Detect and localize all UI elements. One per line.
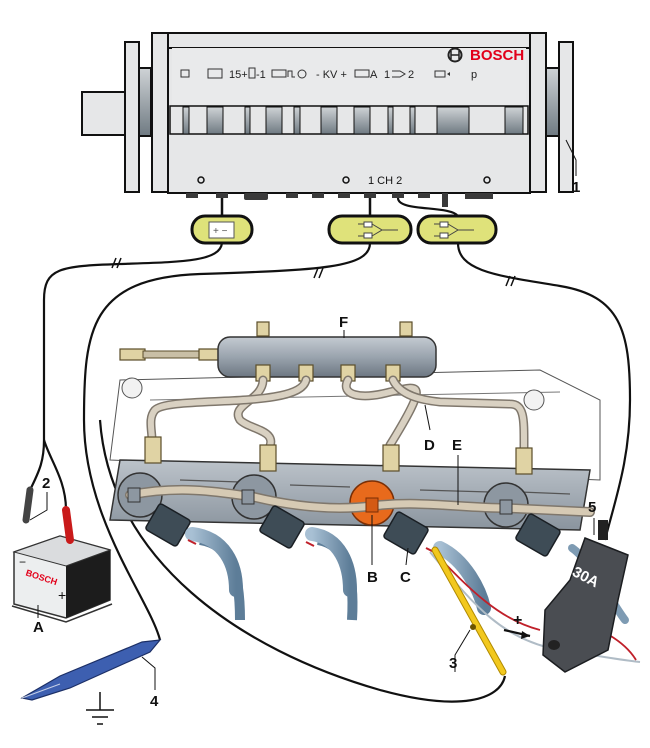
label-A: A — [33, 619, 44, 636]
injector-connectors — [145, 503, 561, 557]
clamp-jaw-opening — [548, 640, 560, 650]
channel-2-cable — [456, 242, 632, 541]
injector-carrier-plate — [109, 459, 591, 531]
battery: BOSCH + − — [11, 535, 113, 623]
label-4: 4 — [150, 693, 159, 710]
channel-label: 1 CH 2 — [368, 175, 402, 187]
tester-right-fin-2 — [545, 67, 560, 137]
battery-cable-black — [29, 242, 224, 491]
coil-icon — [248, 67, 256, 79]
high-pressure-lines — [144, 375, 533, 475]
clamp-cable-entry — [598, 520, 608, 540]
battery-icon — [207, 68, 223, 79]
label-C: C — [400, 569, 411, 586]
label-F: F — [339, 314, 348, 331]
tester-front-panel — [172, 48, 526, 106]
bolt-icon — [523, 389, 545, 411]
label-5: 5 — [588, 499, 596, 516]
battery-cable-red — [42, 439, 68, 511]
probe-split-icon — [434, 221, 474, 239]
wiring-boots — [185, 527, 641, 663]
label-1: 1 — [572, 179, 580, 196]
tester-right-fin-3 — [558, 41, 574, 193]
battery-plus-terminal: + — [58, 587, 66, 603]
rail-mount-bolt — [256, 321, 270, 337]
battery-adapter-polarity: + − — [213, 226, 228, 237]
screw-icon — [197, 176, 205, 184]
tester-left-bracket — [81, 91, 133, 136]
bolt-icon — [121, 377, 143, 399]
tester-brand: BOSCH — [470, 47, 524, 64]
adapter-channel-1[interactable] — [327, 198, 413, 245]
screw-icon — [483, 176, 491, 184]
fuel-rail — [119, 321, 437, 382]
tester-module-strip — [169, 105, 529, 135]
clamp-red[interactable] — [62, 506, 74, 544]
injector-signal-icon — [271, 69, 307, 79]
sensor-icon — [434, 70, 446, 78]
menu-icon — [180, 69, 190, 78]
clamp-icon — [354, 69, 370, 78]
return-line — [125, 484, 595, 517]
current-direction-plus: + — [513, 612, 522, 629]
tester-panel-symbols: 15+ -1 - KV + A 1 2 p — [180, 67, 477, 81]
current-direction: + — [503, 612, 531, 639]
arrow-right-icon — [521, 631, 530, 639]
ground-clip[interactable] — [20, 639, 162, 701]
bosch-logo-icon — [447, 47, 463, 63]
channel-1-cable — [82, 242, 372, 641]
amp-label: A — [370, 69, 378, 81]
kv-label: - KV + — [316, 69, 347, 81]
label-2: 2 — [42, 475, 50, 492]
cable-break-mark — [505, 275, 516, 287]
cable-break-mark — [313, 267, 324, 279]
callouts: 1 2 3 4 5 A B C D E F — [29, 139, 596, 710]
label-D: D — [424, 437, 435, 454]
adapter-channel-2[interactable] — [396, 197, 498, 245]
tester-left-fin-2 — [138, 67, 152, 137]
probe-icon — [392, 70, 406, 78]
battery-icon — [208, 221, 235, 239]
terminal-15-label: 15+ — [229, 69, 248, 81]
tester-device: BOSCH 15+ -1 - KV + A 1 2 — [81, 32, 574, 207]
terminal-1-label: -1 — [256, 69, 266, 81]
probe-ring-icon — [470, 624, 476, 630]
channel-2-label: 2 — [408, 69, 414, 81]
label-B: B — [367, 569, 378, 586]
battery-minus-terminal: − — [19, 555, 26, 569]
screw-icon — [342, 176, 350, 184]
tester-sockets — [186, 193, 493, 207]
battery-clamps[interactable] — [22, 486, 74, 544]
sensor-arrow-icon — [447, 72, 450, 76]
cable-break-mark — [111, 257, 122, 269]
label-E: E — [452, 437, 462, 454]
rail-mount-bolt — [399, 321, 413, 337]
tester-left-fin-1 — [124, 41, 140, 193]
probe-split-icon — [358, 221, 398, 239]
label-3: 3 — [449, 655, 457, 672]
clamp-black[interactable] — [22, 486, 34, 524]
pressure-label: p — [471, 69, 477, 81]
current-clamp[interactable]: 30A — [542, 520, 629, 673]
ground-symbol-icon — [86, 692, 114, 725]
channel-1-label: 1 — [384, 69, 390, 81]
test-probe[interactable] — [431, 546, 507, 676]
adapter-battery[interactable]: + − — [190, 198, 254, 245]
